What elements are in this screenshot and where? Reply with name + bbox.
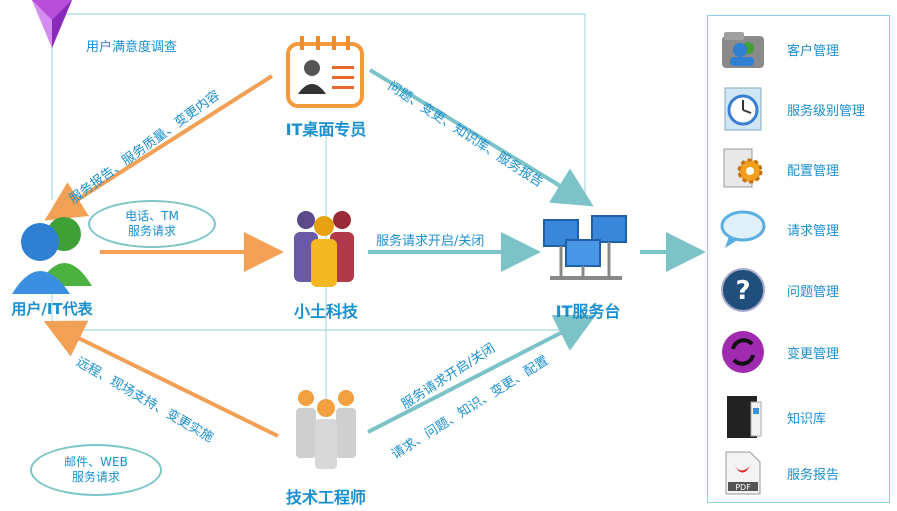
sidebar-item-config[interactable]: 配置管理 xyxy=(708,144,889,194)
module-panel: 客户管理 服务级别管理 配置管理 请求管理 ? 问题管理 变更管理 知识库 xyxy=(707,15,890,503)
sidebar-item-label: 问题管理 xyxy=(787,284,840,300)
edge-company-desk-label: 服务请求开启/关闭 xyxy=(376,234,485,249)
team-icon xyxy=(294,211,354,287)
logo-icon xyxy=(32,0,72,48)
pdf-icon: PDF xyxy=(717,449,769,497)
sidebar-item-sla[interactable]: 服务级别管理 xyxy=(708,84,889,134)
config-gear-icon xyxy=(717,145,769,193)
sidebar-item-customer[interactable]: 客户管理 xyxy=(708,24,889,74)
sidebar-item-label: 配置管理 xyxy=(787,163,840,179)
sidebar-item-change[interactable]: 变更管理 xyxy=(708,327,889,377)
mail-request-bubble: 邮件、WEB 服务请求 xyxy=(30,444,162,496)
phone-request-bubble: 电话、TM 服务请求 xyxy=(88,200,216,248)
network-computers-icon xyxy=(543,215,627,280)
node-servicedesk-title: IT服务台 xyxy=(555,302,621,321)
sidebar-item-knowledge[interactable]: 知识库 xyxy=(708,392,889,442)
refresh-icon xyxy=(717,328,769,376)
sidebar-item-label: 知识库 xyxy=(787,411,827,427)
sidebar-item-report[interactable]: PDF 服务报告 xyxy=(708,448,889,498)
sidebar-item-label: 服务报告 xyxy=(787,467,840,483)
node-engineer-title: 技术工程师 xyxy=(285,488,366,507)
engineers-icon xyxy=(296,390,356,469)
book-icon xyxy=(717,393,769,441)
speech-bubble-icon xyxy=(717,205,769,253)
id-badge-icon xyxy=(286,36,364,108)
node-company-title: 小土科技 xyxy=(293,302,358,321)
node-desktop-title: IT桌面专员 xyxy=(285,120,367,139)
sidebar-item-problem[interactable]: ? 问题管理 xyxy=(708,265,889,315)
svg-text:PDF: PDF xyxy=(735,483,751,492)
clock-icon xyxy=(717,85,769,133)
survey-label: 用户满意度调查 xyxy=(86,40,178,55)
sidebar-item-label: 变更管理 xyxy=(787,346,840,362)
sidebar-item-request[interactable]: 请求管理 xyxy=(708,204,889,254)
users-folder-icon xyxy=(717,25,769,73)
svg-text:?: ? xyxy=(735,276,750,306)
users-icon xyxy=(12,217,92,294)
sidebar-item-label: 请求管理 xyxy=(787,223,840,239)
sidebar-item-label: 服务级别管理 xyxy=(787,103,866,119)
node-user-title: 用户/IT代表 xyxy=(11,300,93,318)
question-icon: ? xyxy=(717,266,769,314)
sidebar-item-label: 客户管理 xyxy=(787,43,840,59)
